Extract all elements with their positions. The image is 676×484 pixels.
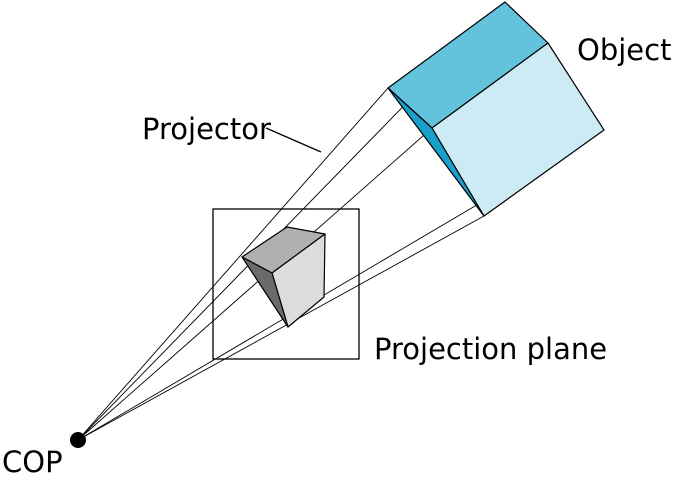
projection-plane-rect <box>212 208 360 360</box>
projector-line-mid <box>77 127 433 441</box>
object-left-face <box>387 87 485 217</box>
cop-label: COP <box>2 445 63 479</box>
projector-line-bottom <box>77 215 485 441</box>
projector-leader-line <box>265 127 322 153</box>
image-left-face <box>241 256 289 328</box>
projected-image-cube <box>241 226 326 328</box>
projector-label: Projector <box>142 112 271 146</box>
object-label: Object <box>577 33 671 67</box>
projector-line-upper-left <box>77 87 389 441</box>
object-cube <box>387 1 605 217</box>
projection-plane-label: Projection plane <box>374 332 607 366</box>
cop-point <box>70 432 86 448</box>
